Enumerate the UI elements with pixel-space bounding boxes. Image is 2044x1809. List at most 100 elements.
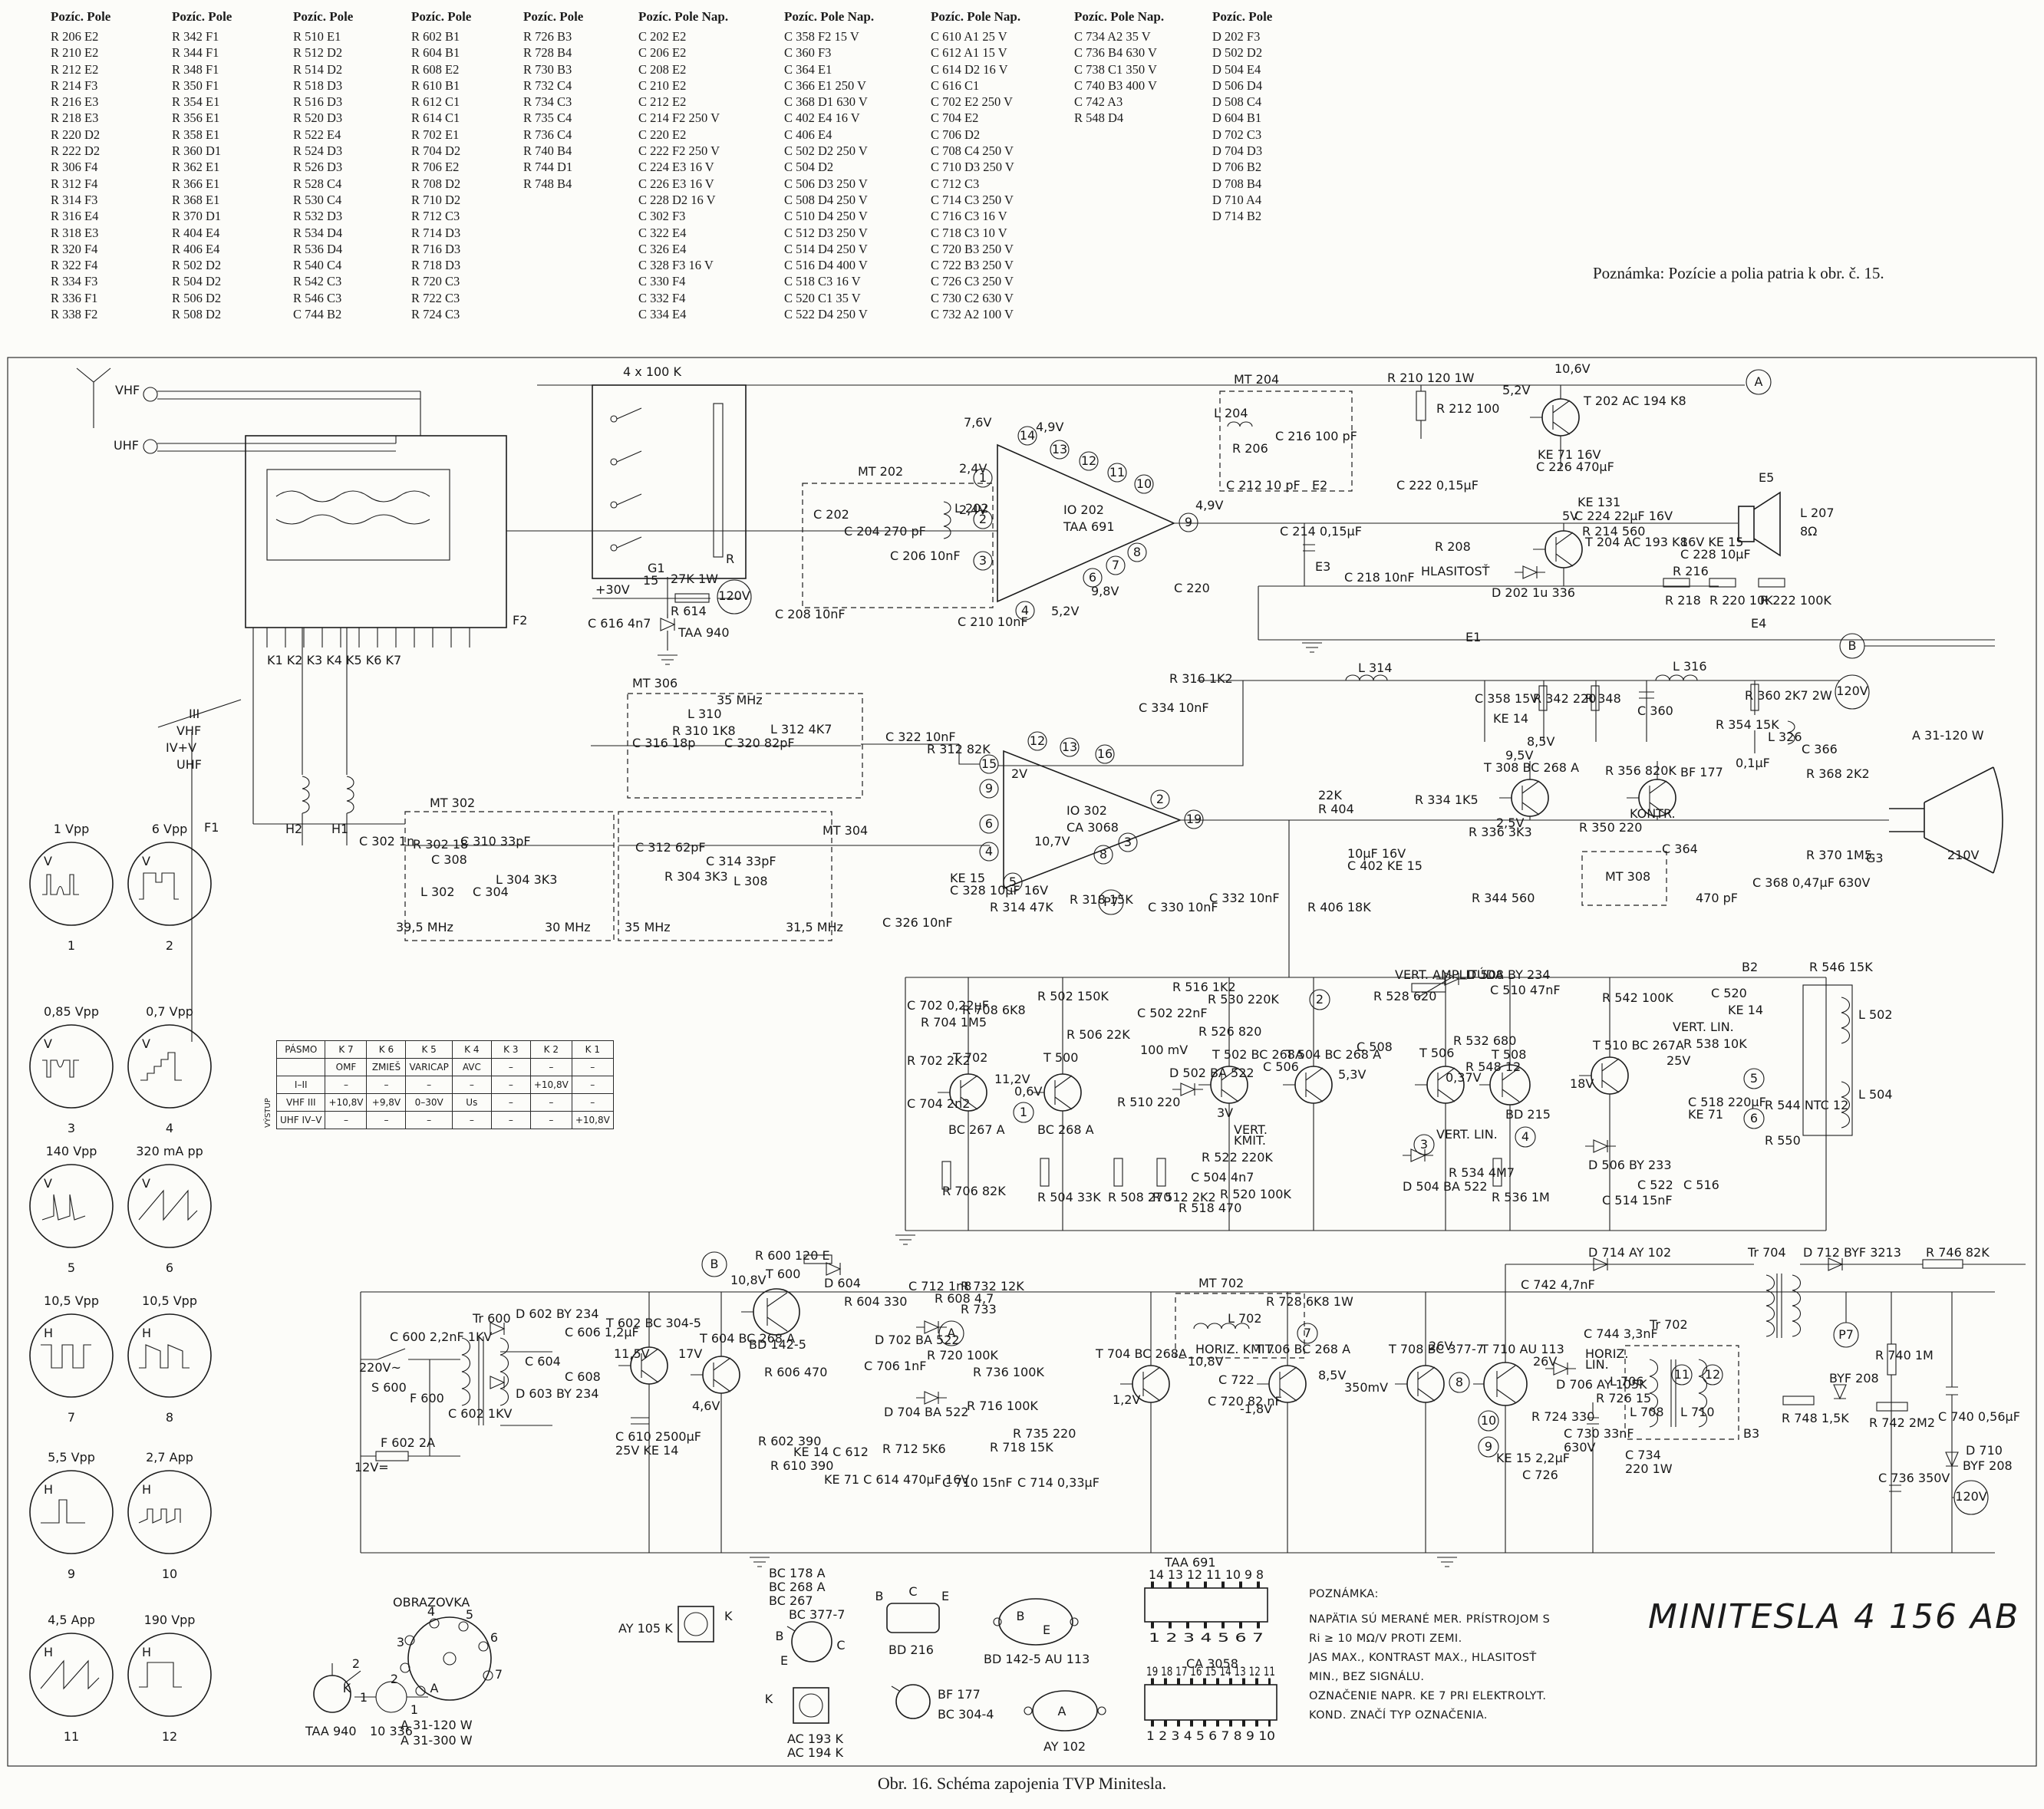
component-position: R 318 E3 [51,225,99,240]
text-graphic: Tr 600 [472,1311,511,1326]
circle-graphic [443,1652,457,1666]
text-graphic: R 220 10K [1709,593,1773,608]
circle-graphic [404,1635,415,1646]
text-graphic: R 512 2K2 [1152,1190,1216,1204]
text-graphic: R 718 15K [990,1440,1053,1455]
rect-graphic [941,1161,951,1190]
text-graphic: KE 71 C 614 470μF 16V [824,1472,969,1487]
circle-graphic [29,1164,114,1248]
text-graphic: 10,6V [1554,361,1591,376]
path-graphic [139,872,179,900]
circle-graphic [127,1313,212,1398]
g-graphic [1530,398,1580,437]
text-graphic: L 504 [1858,1087,1893,1102]
band-table-cell: AVC [451,1058,492,1076]
text-graphic: F2 [513,613,527,628]
component-position: R 348 F1 [172,61,219,77]
text-graphic: S 600 [371,1380,407,1395]
component-position: C 742 A3 [1074,94,1123,110]
g-graphic [490,1376,506,1389]
component-position: R 542 C3 [293,274,342,289]
component-position: R 342 F1 [172,29,219,44]
note-line: MIN., BEZ SIGNÁLU. [1309,1671,1425,1683]
text-graphic: 35 MHz [625,920,671,934]
text-graphic: L 316 [1673,659,1707,674]
component-position: C 332 F4 [638,290,686,305]
component-position: C 716 C3 16 V [931,209,1007,224]
band-table-cell: – [529,1058,572,1076]
text-graphic: 7 [1112,558,1119,572]
text-graphic: D 202 1u 336 [1492,585,1575,600]
waveform-number: 1 [68,938,75,953]
text-graphic: KE 14 [1728,1003,1763,1017]
text-graphic: R 206 [1232,441,1268,456]
note-line: NAPÄTIA SÚ MERANÉ MER. PRÍSTROJOM S [1309,1613,1551,1626]
text-graphic: R 406 18K [1307,900,1371,914]
text-graphic: 10μF 16V [1347,846,1406,861]
text-graphic: G3 [1866,851,1884,865]
g-graphic [1415,1066,1465,1104]
text-graphic: L 326 [1768,730,1802,744]
text-graphic: OBRAZOVKA [393,1595,470,1610]
text-graphic: D 602 BY 234 [516,1306,599,1321]
ic-pin: 8 [1127,542,1147,562]
ic-pin: 10 [1134,474,1154,494]
socket-pin-number: 4 [427,1604,435,1619]
text-graphic: R 506 22K [1067,1027,1130,1042]
text-graphic: IO 202 [1063,502,1104,517]
antenna-label: VHF [115,383,140,397]
text-graphic: C 214 0,15μF [1280,524,1362,539]
text-graphic: VHF [176,723,201,738]
test-point: 11 [1671,1364,1693,1386]
waveform-number: 3 [68,1121,75,1135]
waveform-amplitude: 2,7 App [146,1450,193,1465]
pinout-dip-ca3058: 19 18 17 16 15 14 13 12 11 1 2 3 4 5 6 7… [1144,1664,1278,1743]
text-graphic: 2,4V [959,502,987,517]
component-position: R 612 C1 [411,94,460,110]
text-graphic: 12V= [354,1460,389,1475]
circle-graphic [127,842,212,926]
socket-pin-number: 3 [397,1635,404,1649]
rect-graphic [1416,390,1426,421]
text-graphic: L 702 [1228,1311,1262,1326]
band-table-cell: – [325,1076,368,1094]
circle-graphic [791,1621,832,1662]
g-graphic [1515,565,1545,579]
circle-graphic [1024,1706,1033,1715]
text-graphic: T 704 BC 268A [1095,1346,1187,1361]
speaker-symbol [1738,491,1781,557]
circle-graphic [979,754,999,774]
path-graphic [1437,1557,1457,1567]
text-graphic: K [765,1692,773,1706]
text-graphic: C 506 [1263,1059,1299,1074]
component-position: D 710 A4 [1212,192,1262,207]
component-position: R 704 D2 [411,143,461,159]
text-graphic: T 508 [1491,1047,1526,1062]
text-graphic: IO 302 [1067,803,1107,818]
text-graphic: R 728 6K8 1W [1266,1294,1353,1309]
text-graphic: C 710 15nF [942,1475,1013,1490]
schematic-border [7,357,2037,1767]
text-graphic: 3 [979,553,987,568]
waveform-amplitude: 140 Vpp [46,1144,97,1158]
text-graphic: R 528 620 [1373,989,1436,1003]
text-graphic: D 604 [824,1276,861,1290]
circle-graphic [1083,568,1103,588]
text-graphic: 0,37V [1446,1070,1482,1085]
text-graphic: R 746 82K [1926,1245,1990,1260]
text-graphic: VERT. LIN. [1673,1020,1734,1034]
circle-graphic [1179,512,1198,532]
text-graphic: C 308 [431,852,467,867]
circle-graphic [1134,474,1154,494]
text-graphic: C 508 [1357,1040,1393,1054]
node-label-P7: P7 [1098,889,1124,915]
band-table-cell: – [490,1076,531,1094]
text-graphic: R 518 470 [1179,1201,1241,1215]
text-graphic: C 602 1KV [448,1406,513,1421]
text-graphic: R 544 NTC 12 [1765,1098,1848,1112]
crt-socket-drawing: 1 2 3 4 5 6 7 [391,1604,503,1717]
text-graphic: C 600 2,2nF 1KV [390,1330,492,1344]
